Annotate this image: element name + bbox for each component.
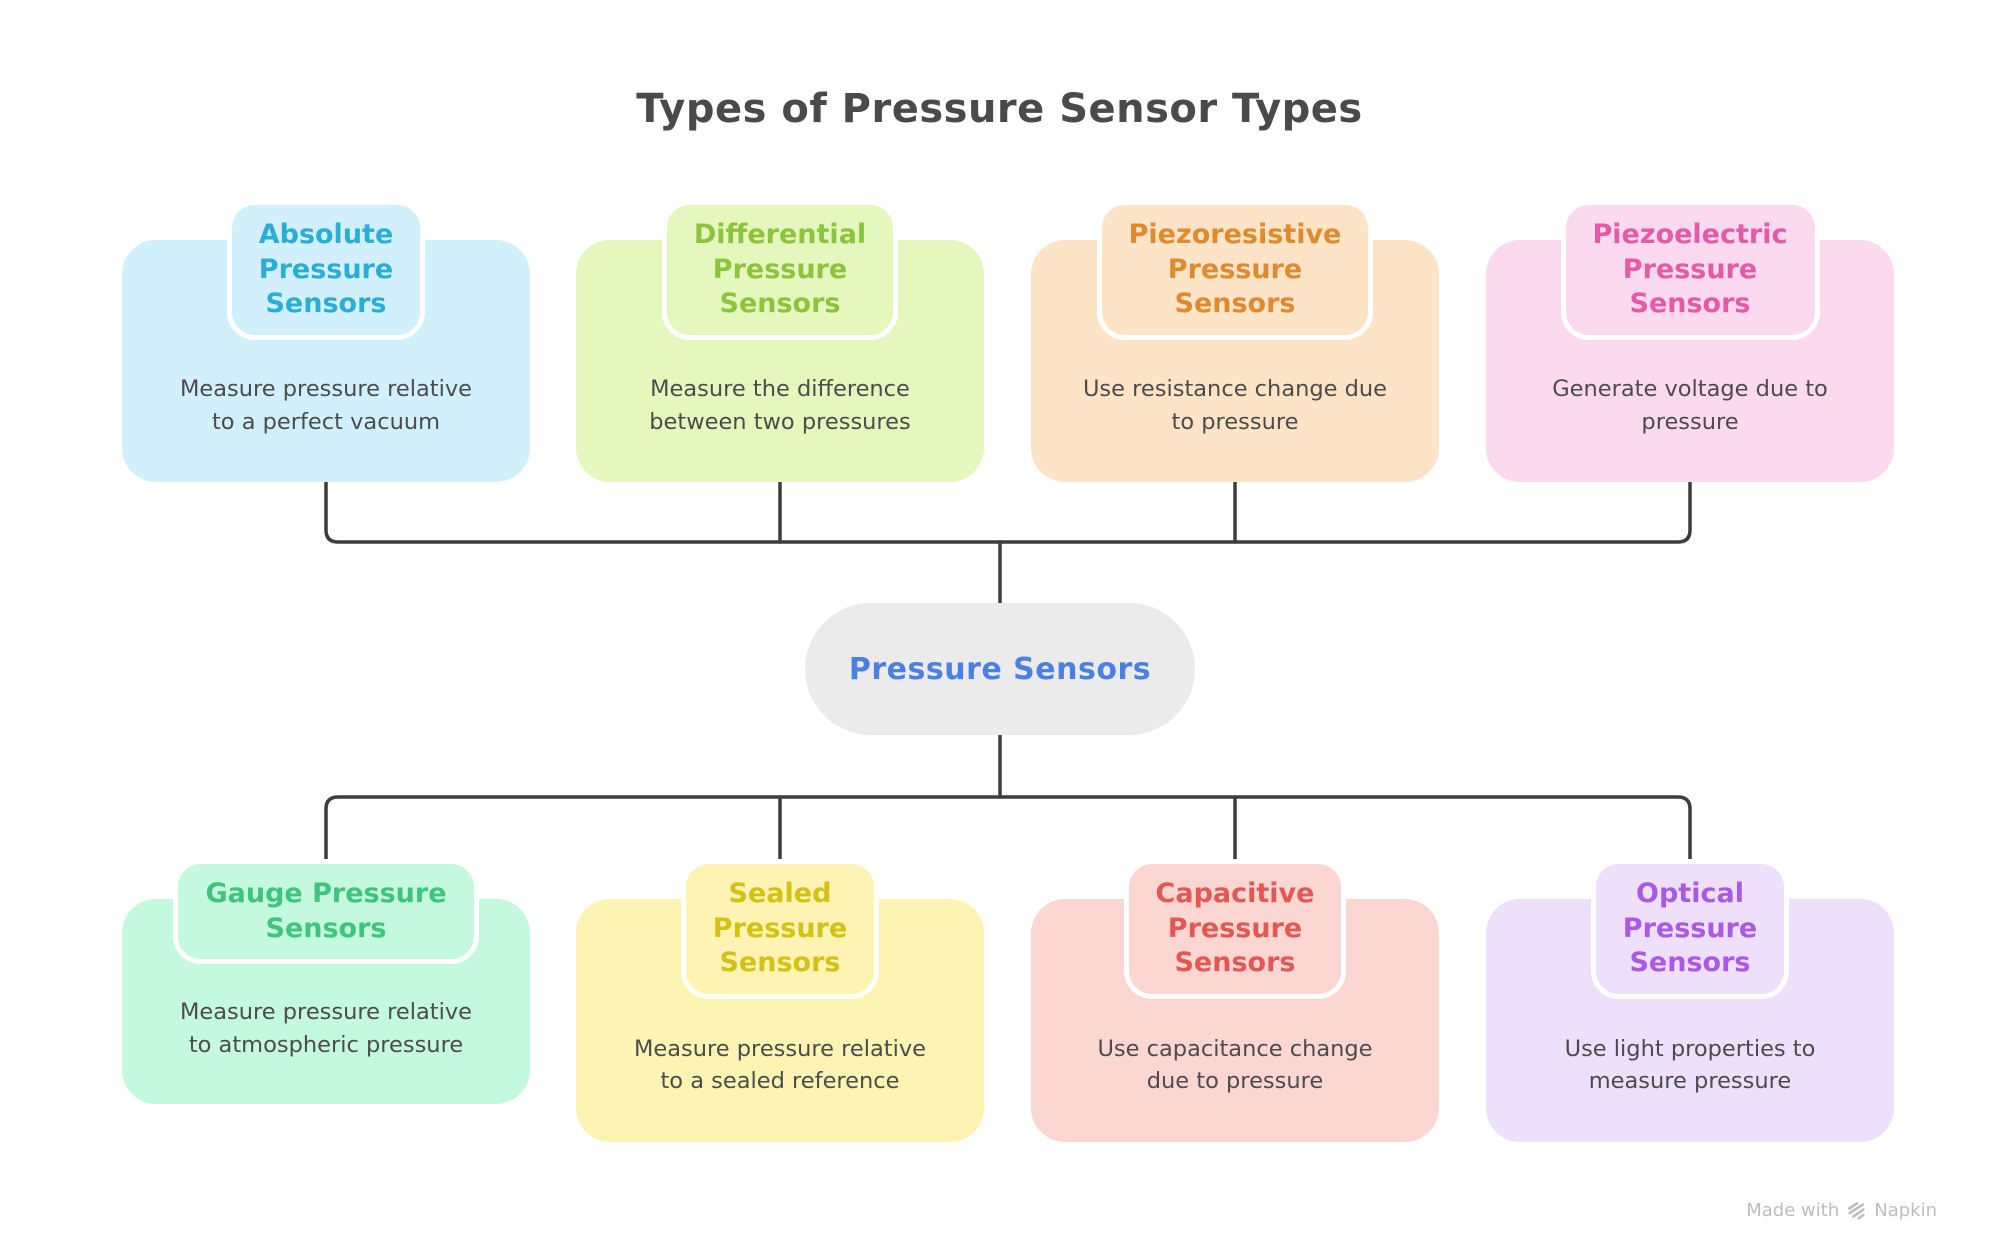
card-gauge-pressure-sensors: Gauge Pressure Sensors Measure pressure … — [122, 859, 530, 1104]
card-description: Measure the difference between two press… — [649, 376, 911, 435]
card-description: Measure pressure relative to a perfect v… — [180, 376, 472, 435]
diagram-title: Types of Pressure Sensor Types — [636, 86, 1363, 132]
card-piezoresistive-pressure-sensors: Piezoresistive Pressure Sensors Use resi… — [1031, 200, 1439, 482]
watermark: Made with Napkin — [1746, 1200, 1937, 1221]
card-optical-pressure-sensors: Optical Pressure Sensors Use light prope… — [1486, 859, 1894, 1142]
card-description: Measure pressure relative to atmospheric… — [180, 999, 472, 1059]
napkin-logo-icon — [1848, 1202, 1865, 1220]
card-title: Sealed Pressure Sensors — [680, 859, 880, 999]
card-description: Measure pressure relative to a sealed re… — [634, 1035, 926, 1095]
card-title: Piezoresistive Pressure Sensors — [1096, 200, 1374, 340]
card-title: Piezoelectric Pressure Sensors — [1560, 200, 1820, 340]
card-piezoelectric-pressure-sensors: Piezoelectric Pressure Sensors Generate … — [1486, 200, 1894, 482]
watermark-brand: Napkin — [1874, 1200, 1937, 1221]
card-title: Capacitive Pressure Sensors — [1123, 859, 1347, 999]
center-node-label: Pressure Sensors — [848, 651, 1152, 687]
card-title: Differential Pressure Sensors — [661, 200, 899, 340]
card-description: Generate voltage due to pressure — [1552, 376, 1828, 435]
top-bus-line — [324, 480, 1692, 544]
bottom-bus-line — [324, 795, 1692, 863]
card-description: Use light properties to measure pressure — [1564, 1035, 1816, 1095]
card-sealed-pressure-sensors: Sealed Pressure Sensors Measure pressure… — [576, 859, 984, 1142]
card-differential-pressure-sensors: Differential Pressure Sensors Measure th… — [576, 200, 984, 482]
card-absolute-pressure-sensors: Absolute Pressure Sensors Measure pressu… — [122, 200, 530, 482]
card-title: Optical Pressure Sensors — [1590, 859, 1790, 999]
center-node: Pressure Sensors — [805, 603, 1195, 735]
card-title: Gauge Pressure Sensors — [173, 859, 479, 965]
card-description: Use resistance change due to pressure — [1082, 376, 1388, 435]
card-title: Absolute Pressure Sensors — [226, 200, 426, 340]
card-capacitive-pressure-sensors: Capacitive Pressure Sensors Use capacita… — [1031, 859, 1439, 1142]
watermark-prefix: Made with — [1746, 1200, 1840, 1221]
card-description: Use capacitance change due to pressure — [1097, 1035, 1373, 1095]
